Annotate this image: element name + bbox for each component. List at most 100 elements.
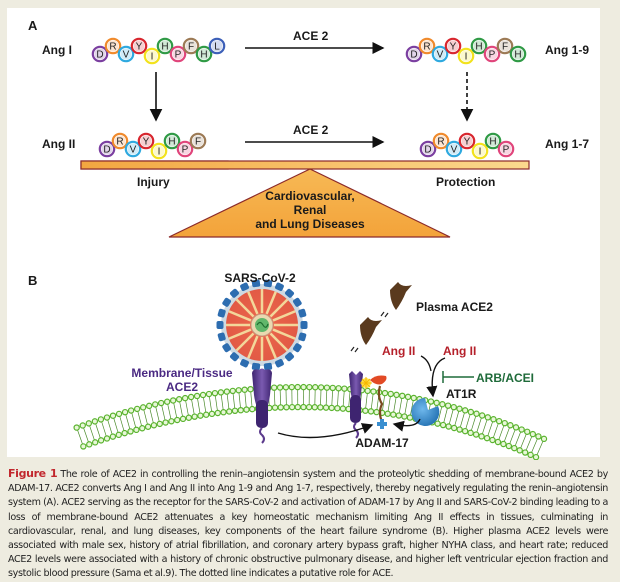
residue-letter: D — [424, 145, 431, 156]
lipid — [307, 385, 312, 410]
residue-letter: H — [475, 42, 482, 53]
lipid — [490, 419, 502, 443]
residue-letter: I — [479, 147, 482, 158]
residue-letter: P — [489, 50, 496, 61]
residue-bead-I: I — [152, 144, 166, 158]
spike-protein — [301, 321, 308, 329]
residue-bead-P: P — [178, 142, 192, 156]
residue-bead-Y: Y — [446, 39, 460, 53]
residue-letter: F — [502, 42, 508, 53]
at1r-label: AT1R — [446, 387, 477, 401]
balance-beam — [81, 161, 529, 169]
residue-letter: Y — [450, 42, 457, 53]
ace2-label-mid: ACE 2 — [293, 123, 329, 137]
residue-bead-R: R — [434, 134, 448, 148]
residue-letter: D — [410, 50, 417, 61]
spike-protein — [252, 363, 261, 371]
residue-letter: H — [168, 137, 175, 148]
lipid — [512, 427, 525, 451]
adam17-label: ADAM-17 — [355, 436, 409, 450]
lipid — [517, 429, 530, 453]
residue-bead-D: D — [407, 47, 421, 61]
residue-bead-F: F — [184, 39, 198, 53]
residue-bead-I: I — [145, 49, 159, 63]
residue-bead-L: L — [210, 39, 224, 53]
panel-a-label: A — [28, 18, 38, 33]
residue-letter: V — [130, 145, 137, 156]
residue-bead-H: H — [165, 134, 179, 148]
residue-letter: R — [109, 42, 116, 53]
ang1-label: Ang I — [42, 43, 72, 57]
panel-b-label: B — [28, 273, 37, 288]
ang2-to-adam-arrow — [421, 356, 431, 371]
lipid — [506, 425, 518, 449]
residue-letter: D — [96, 50, 103, 61]
residue-letter: I — [158, 147, 161, 158]
injury-label: Injury — [137, 175, 170, 189]
residue-bead-V: V — [119, 47, 133, 61]
residue-letter: F — [195, 137, 201, 148]
residue-letter: I — [151, 52, 154, 63]
residue-bead-P: P — [485, 47, 499, 61]
residue-bead-P: P — [499, 142, 513, 156]
ace2-label-top: ACE 2 — [293, 29, 329, 43]
residue-letter: P — [175, 50, 182, 61]
membrane-ace2-label-1: Membrane/Tissue — [131, 366, 232, 380]
residue-letter: R — [116, 137, 123, 148]
residue-letter: P — [182, 145, 189, 156]
residue-letter: Y — [136, 42, 143, 53]
lipid — [295, 384, 300, 409]
residue-bead-H: H — [511, 47, 525, 61]
disease-line-3: and Lung Diseases — [255, 217, 365, 231]
lipid — [495, 421, 507, 445]
residue-letter: D — [103, 145, 110, 156]
residue-letter: H — [200, 50, 207, 61]
residue-bead-D: D — [93, 47, 107, 61]
residue-letter: H — [514, 50, 521, 61]
residue-bead-V: V — [126, 142, 140, 156]
lipid — [479, 415, 490, 439]
lipid — [318, 385, 324, 410]
spike-protein — [264, 363, 273, 371]
lipid — [277, 385, 283, 410]
arb-acei-label: ARB/ACEI — [476, 371, 534, 385]
residue-bead-F: F — [191, 134, 205, 148]
lipid — [528, 434, 541, 458]
figure-number-label: Figure 1 — [8, 467, 57, 480]
spike-protein — [217, 321, 224, 329]
residue-bead-V: V — [433, 47, 447, 61]
residue-letter: F — [188, 42, 194, 53]
protection-label: Protection — [436, 175, 495, 189]
residue-bead-H: H — [158, 39, 172, 53]
plasma-ace2-icon — [351, 282, 412, 352]
lipid — [323, 385, 329, 410]
disease-line-2: Renal — [294, 203, 327, 217]
lipid — [289, 385, 295, 410]
residue-bead-P: P — [171, 47, 185, 61]
residue-letter: V — [123, 50, 130, 61]
residue-bead-H: H — [486, 134, 500, 148]
residue-letter: Y — [143, 137, 150, 148]
residue-bead-I: I — [473, 144, 487, 158]
residue-letter: H — [489, 137, 496, 148]
membrane-ace2-label-2: ACE2 — [166, 380, 198, 394]
residue-letter: P — [503, 145, 510, 156]
lipid — [501, 423, 513, 447]
lipid — [301, 384, 306, 409]
residue-bead-D: D — [100, 142, 114, 156]
residue-letter: R — [423, 42, 430, 53]
residue-letter: V — [451, 145, 458, 156]
residue-letter: L — [214, 42, 220, 53]
sars-cov-2-label: SARS-CoV-2 — [224, 271, 296, 285]
residue-bead-Y: Y — [139, 134, 153, 148]
residue-letter: Y — [464, 137, 471, 148]
residue-bead-H: H — [472, 39, 486, 53]
residue-letter: H — [161, 42, 168, 53]
ang2-left-label: Ang II — [382, 344, 415, 358]
ang2-label: Ang II — [42, 137, 75, 151]
